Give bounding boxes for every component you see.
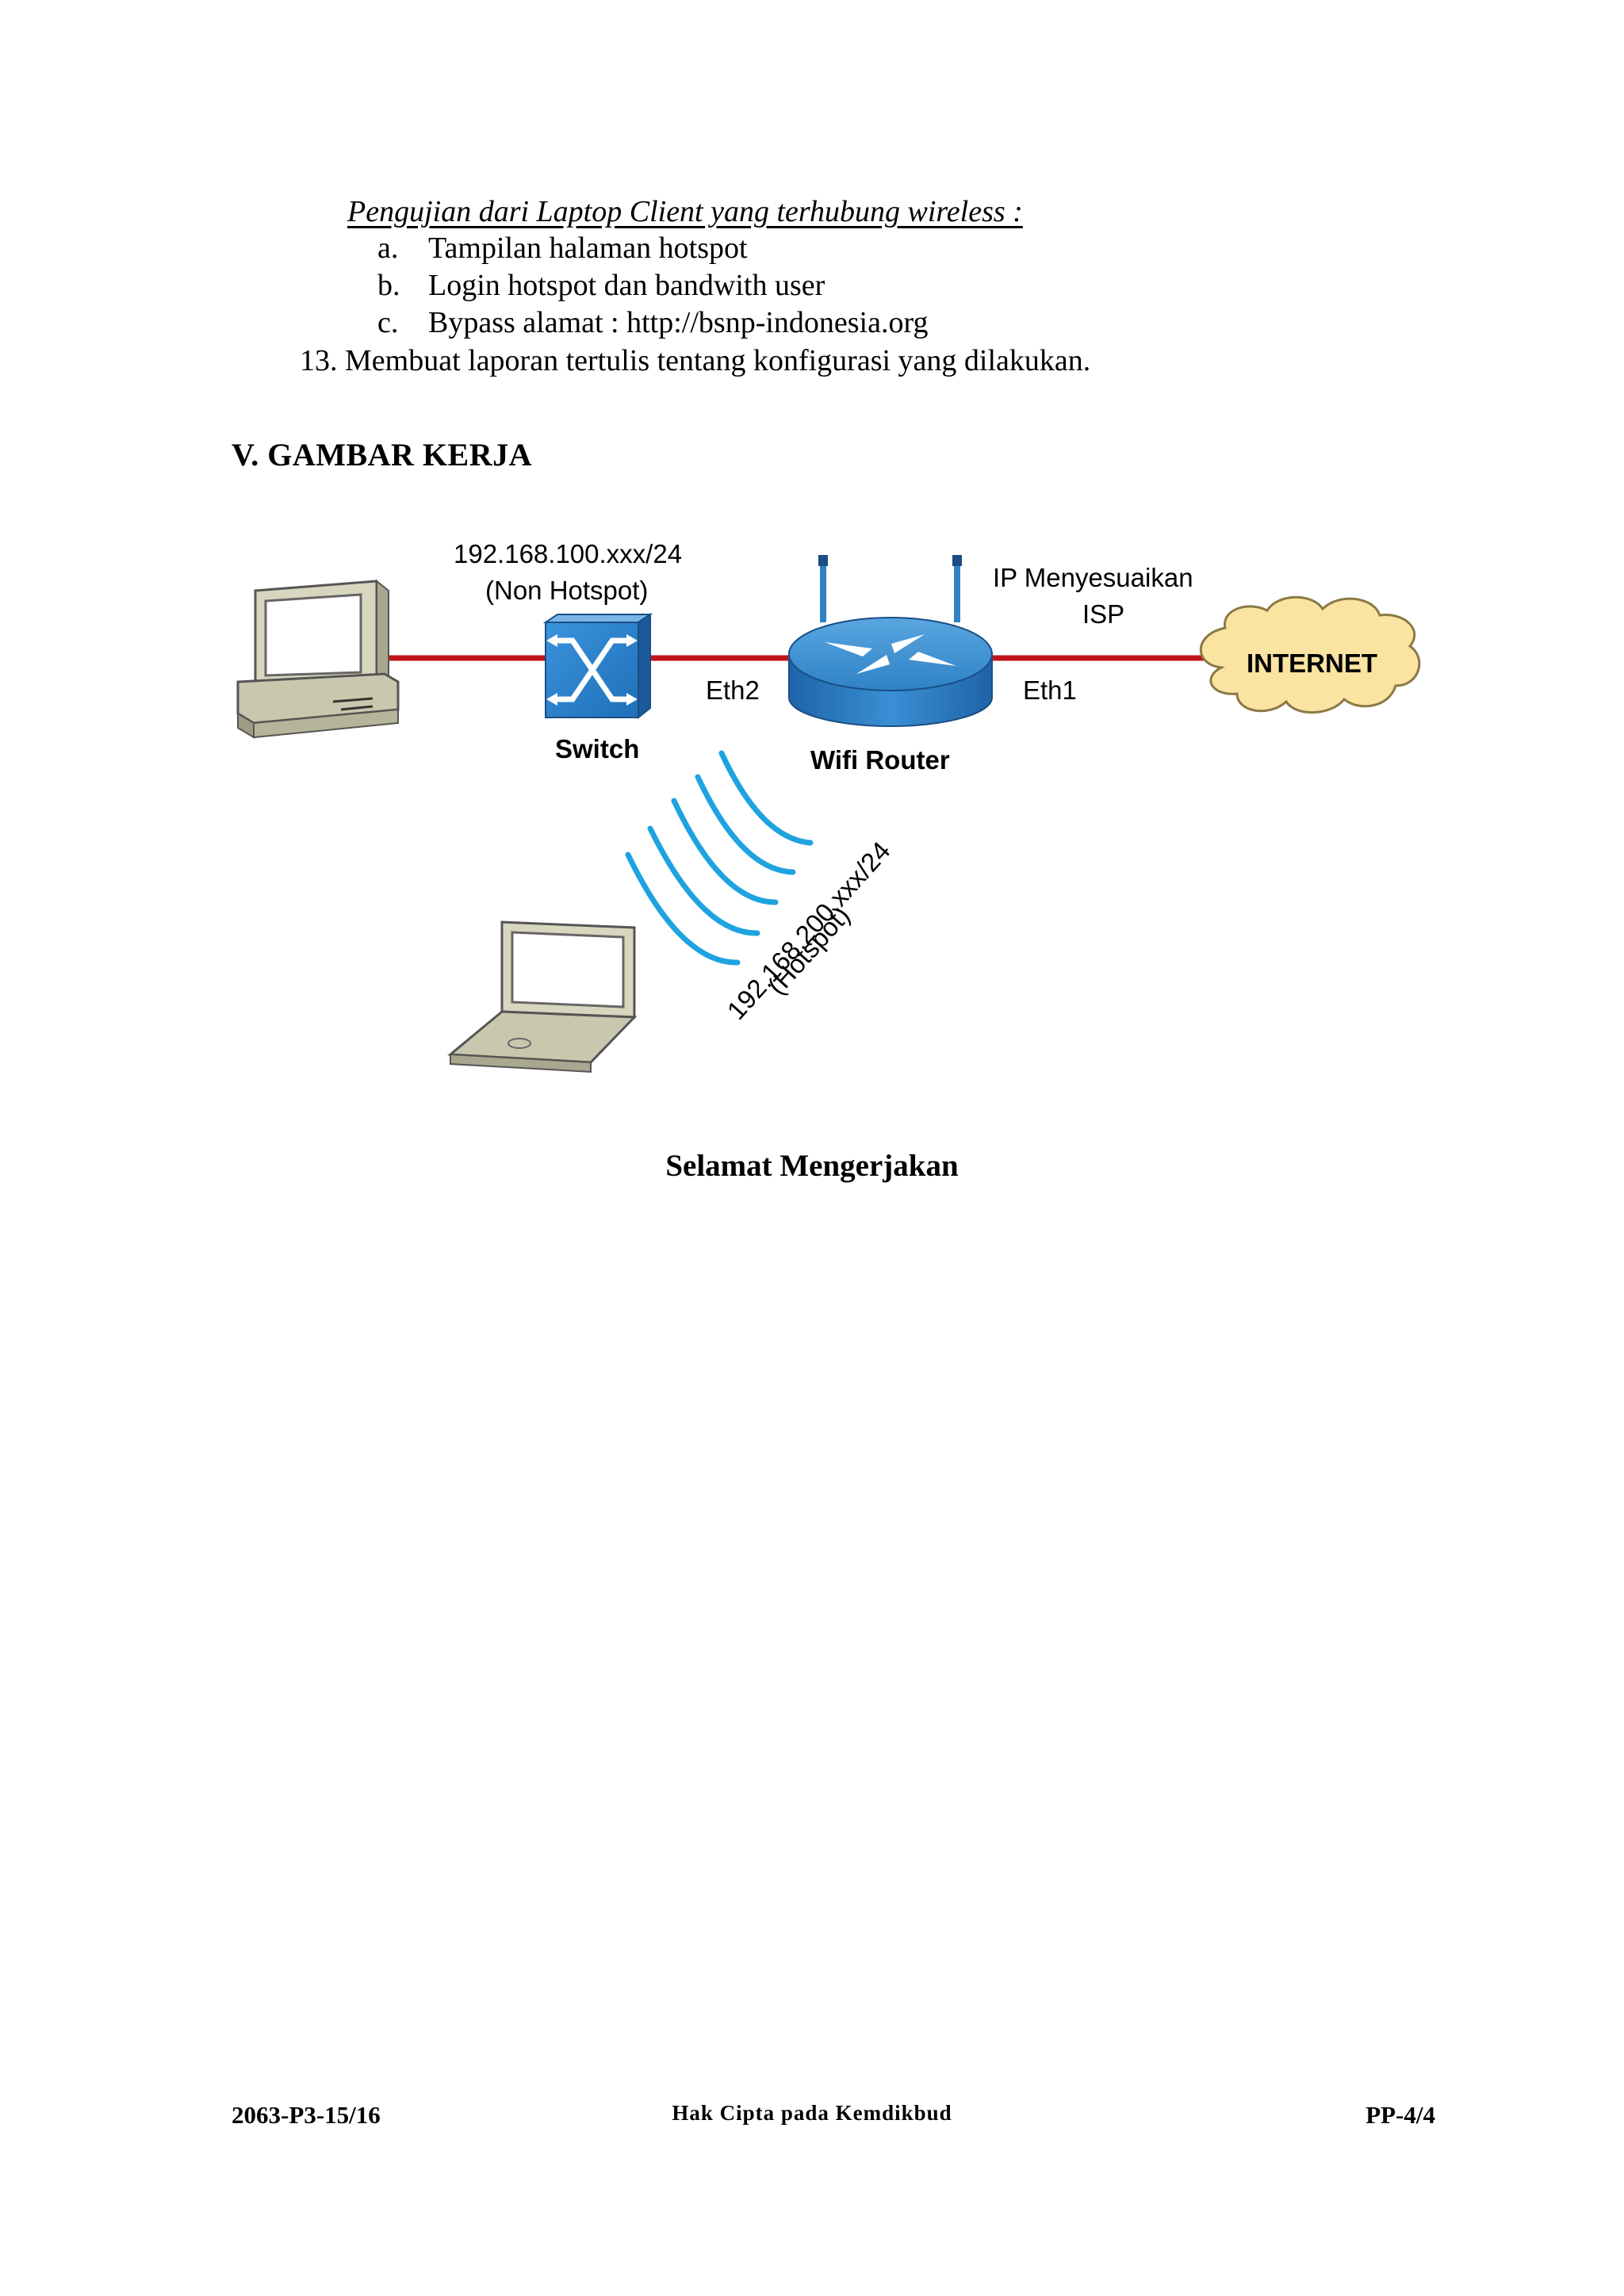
list-item: b. Login hotspot dan bandwith user — [377, 267, 825, 304]
step-13: 13. Membuat laporan tertulis tentang kon… — [300, 344, 1091, 377]
internet-label: INTERNET — [1247, 649, 1377, 678]
wifi-router-icon — [788, 555, 993, 727]
closing-text: Selamat Mengerjakan — [665, 1149, 959, 1183]
list-item: a. Tampilan halaman hotspot — [377, 230, 748, 266]
testing-heading: Pengujian dari Laptop Client yang terhub… — [347, 195, 1023, 228]
isp-label-line1: IP Menyesuaikan — [993, 563, 1193, 592]
eth1-label: Eth1 — [1023, 675, 1077, 705]
footer-page: PP-4/4 — [1365, 2101, 1435, 2129]
laptop-icon — [447, 920, 638, 1073]
list-item-text: Tampilan halaman hotspot — [428, 232, 748, 265]
non-hotspot-ip-label: 192.168.100.xxx/24 — [454, 539, 683, 568]
eth2-label: Eth2 — [706, 675, 760, 705]
list-item-text: Login hotspot dan bandwith user — [428, 269, 825, 302]
list-item: c. Bypass alamat : http://bsnp-indonesia.… — [377, 304, 928, 341]
non-hotspot-note-label: (Non Hotspot) — [485, 576, 649, 605]
list-marker: c. — [377, 306, 399, 339]
footer-code: 2063-P3-15/16 — [232, 2101, 381, 2129]
network-diagram — [236, 555, 1421, 1073]
isp-label-line2: ISP — [1082, 599, 1125, 629]
router-label: Wifi Router — [810, 745, 950, 775]
list-marker: a. — [377, 232, 399, 265]
wireless-signal-icon — [625, 750, 814, 966]
section-title: V. GAMBAR KERJA — [232, 437, 533, 473]
list-item-text: Bypass alamat : http://bsnp-indonesia.or… — [428, 306, 929, 339]
list-marker: b. — [377, 269, 400, 302]
switch-label: Switch — [555, 734, 640, 763]
desktop-pc-icon — [236, 579, 400, 739]
footer-copyright: Hak Cipta pada Kemdikbud — [672, 2101, 952, 2125]
switch-icon — [542, 613, 653, 720]
internet-cloud-icon — [1199, 595, 1421, 714]
